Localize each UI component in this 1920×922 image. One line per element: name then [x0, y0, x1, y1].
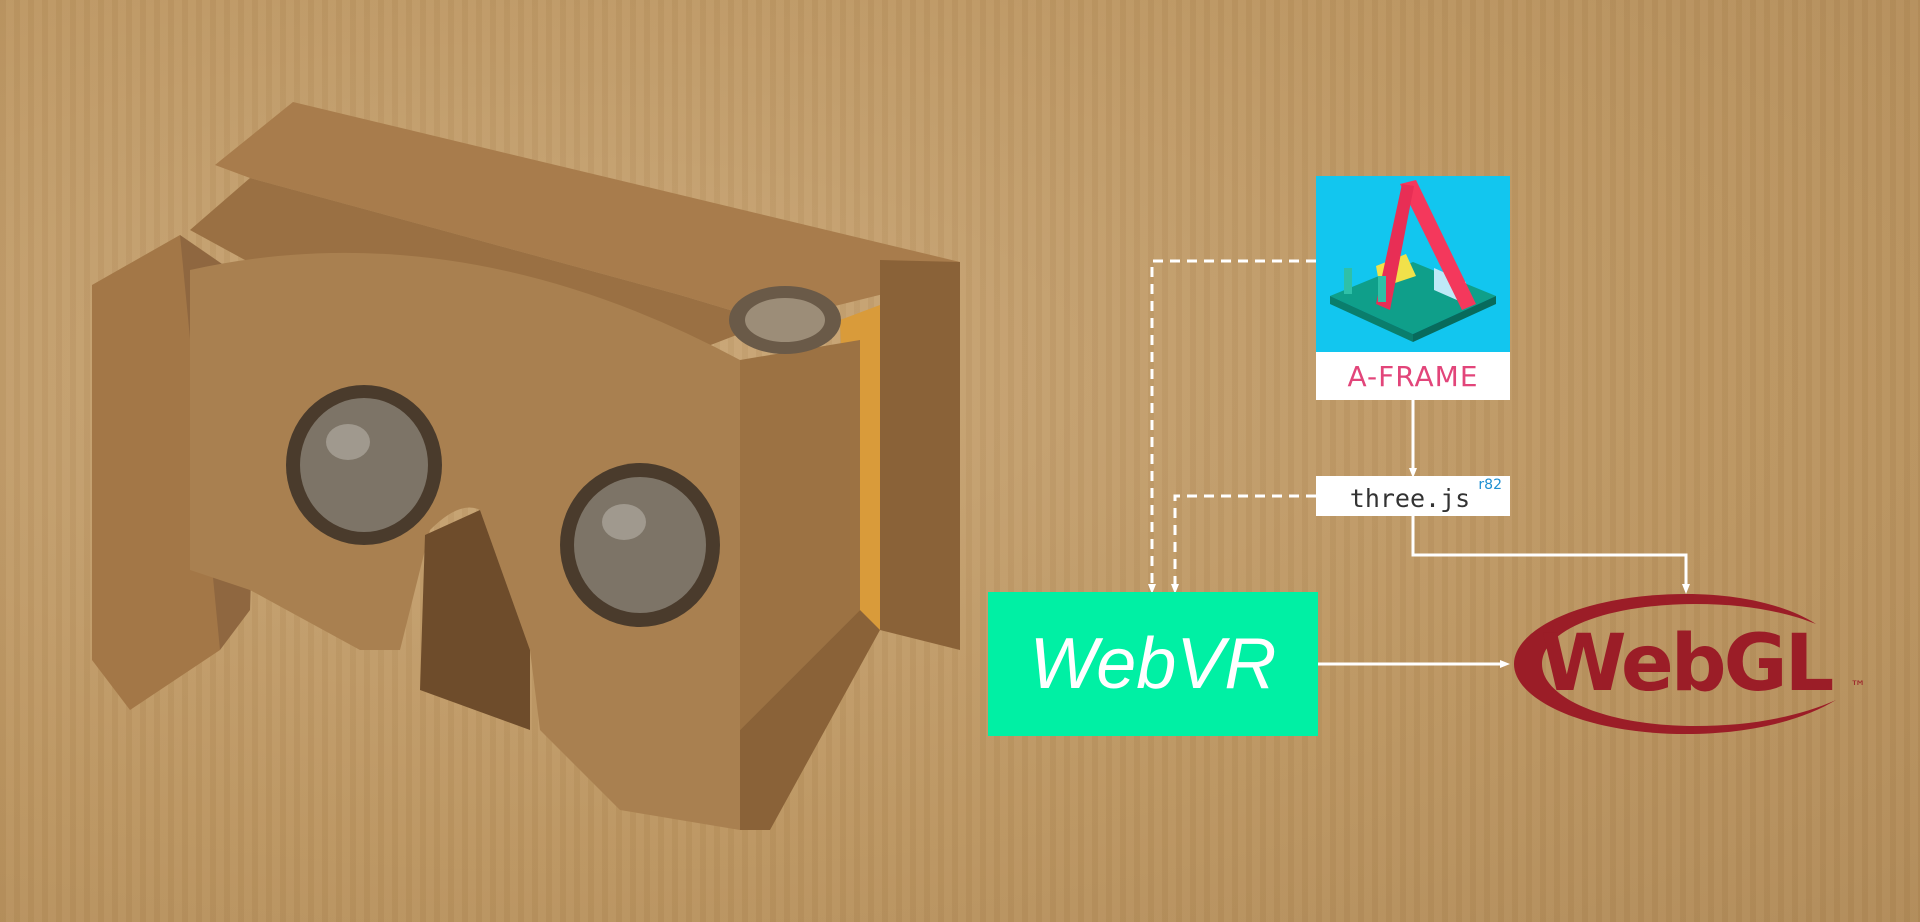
webvr-node: WebVR	[988, 592, 1318, 736]
cardboard-viewer-icon	[92, 102, 960, 830]
threejs-label: three.js	[1349, 483, 1471, 513]
aframe-logo-icon	[1330, 180, 1496, 342]
webgl-trademark: ™	[1850, 677, 1866, 696]
threejs-node: three.js r82	[1316, 476, 1510, 516]
threejs-version: r82	[1478, 477, 1502, 493]
aframe-label: A-FRAME	[1347, 359, 1479, 393]
aframe-node: A-FRAME	[1316, 176, 1510, 400]
cardboard-viewer-illustration	[92, 102, 960, 830]
webgl-label: WebGL	[1541, 619, 1833, 709]
aframe-logo-art	[1316, 176, 1510, 352]
edge-threejs-webvr	[1171, 494, 1316, 594]
edge-aframe-webvr	[1148, 259, 1316, 594]
edge-threejs-webgl	[1411, 516, 1690, 594]
webgl-node: WebGL ™	[1514, 594, 1866, 734]
webvr-label: WebVR	[1029, 624, 1277, 704]
